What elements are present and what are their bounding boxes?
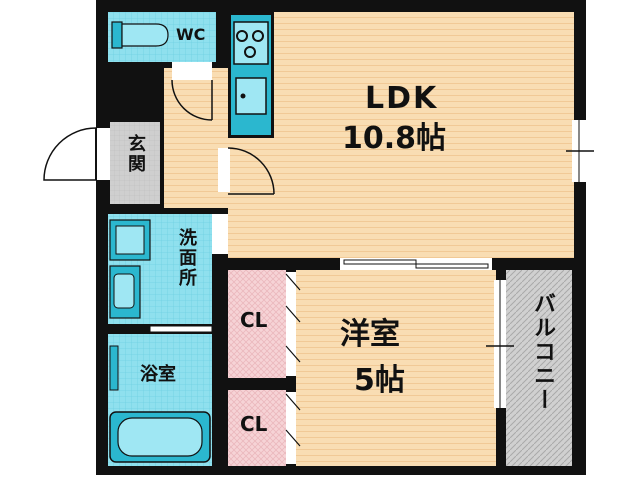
entrance-door-swing [43, 127, 97, 181]
wc-door-swing [171, 79, 213, 121]
bath-label: 浴室 [140, 364, 176, 385]
ldk-name: LDK [365, 81, 439, 116]
entrance-label: 玄関 [125, 134, 146, 174]
corridor [164, 68, 228, 208]
burner-icon [252, 30, 264, 42]
toilet-bowl-icon [121, 23, 169, 47]
balcony [506, 270, 572, 466]
burner-icon [236, 30, 248, 42]
faucet-icon [240, 93, 246, 99]
ldk-door-swing [227, 147, 275, 195]
bathtub-basin-icon [117, 417, 203, 457]
closet-bottom [228, 390, 286, 466]
wc-label: WC [176, 25, 206, 44]
closet-top [228, 270, 286, 378]
toilet-tank [111, 21, 123, 49]
ldk-room [228, 12, 574, 258]
western-room [296, 270, 496, 466]
balcony-label: バルコニー [530, 292, 555, 412]
burner-icon [244, 46, 256, 58]
washroom-label: 洗面所 [176, 228, 197, 288]
ldk-size: 10.8帖 [342, 121, 447, 156]
western-name: 洋室 [340, 317, 400, 352]
western-size: 5帖 [354, 363, 405, 398]
shower-icon [109, 345, 119, 391]
entrance-area [110, 122, 160, 204]
closet-bottom-label: CL [240, 412, 268, 436]
closet-top-label: CL [240, 308, 268, 332]
